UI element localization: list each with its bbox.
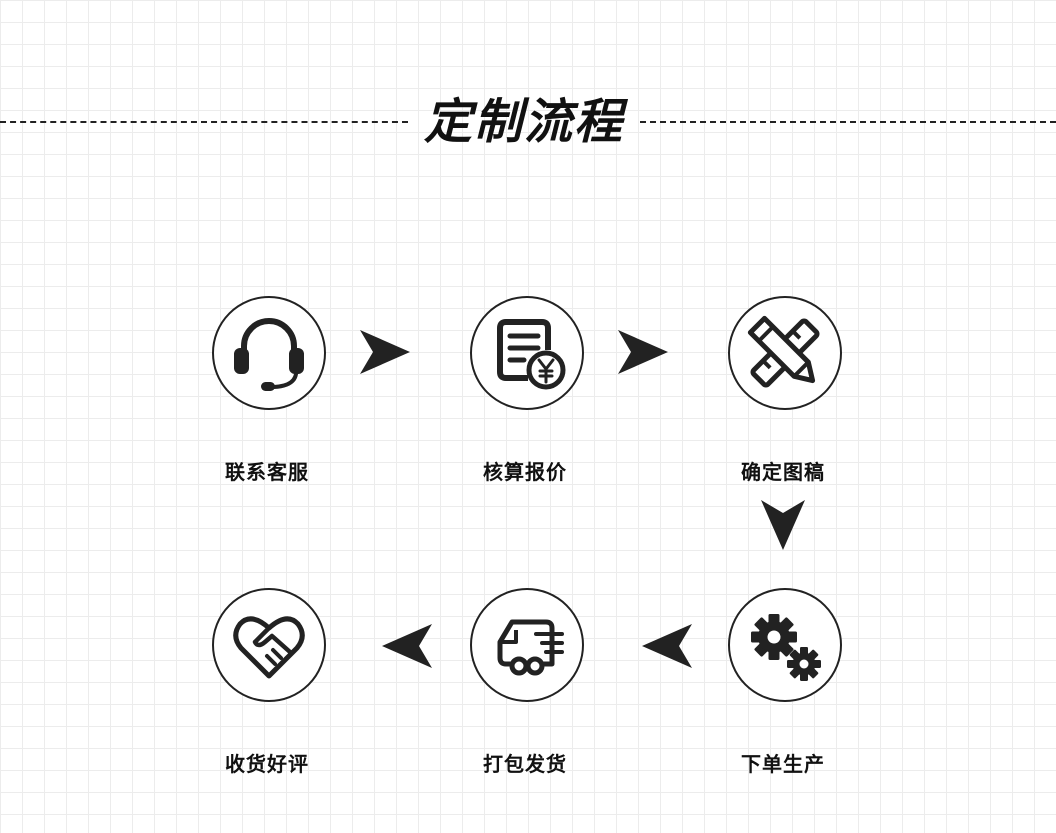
step-circle xyxy=(212,588,326,702)
arrow-down-icon xyxy=(760,498,806,550)
arrow-left-icon xyxy=(642,622,694,670)
step-label: 确定图稿 xyxy=(741,460,825,484)
headset-icon xyxy=(234,318,304,391)
step-circle xyxy=(470,588,584,702)
quote-document-yen-icon xyxy=(497,319,566,390)
step-circle xyxy=(212,296,326,410)
step-label: 收货好评 xyxy=(225,752,309,776)
step-label: 核算报价 xyxy=(483,460,567,484)
step-circle xyxy=(728,588,842,702)
title-dashed-line-right xyxy=(640,121,1056,123)
step-label: 下单生产 xyxy=(741,752,825,776)
step-label: 联系客服 xyxy=(225,460,309,484)
page-title: 定制流程 xyxy=(423,94,624,150)
arrow-left-icon xyxy=(382,622,434,670)
title-row: 定制流程 xyxy=(0,92,1056,152)
step-label: 打包发货 xyxy=(483,752,567,776)
pencil-ruler-icon xyxy=(747,315,820,388)
gears-icon xyxy=(751,614,821,681)
arrow-right-icon xyxy=(358,328,410,376)
heart-handshake-icon xyxy=(233,616,305,679)
arrow-right-icon xyxy=(616,328,668,376)
delivery-truck-icon xyxy=(497,619,564,676)
title-dashed-line-left xyxy=(0,121,408,123)
step-circle xyxy=(728,296,842,410)
step-circle xyxy=(470,296,584,410)
